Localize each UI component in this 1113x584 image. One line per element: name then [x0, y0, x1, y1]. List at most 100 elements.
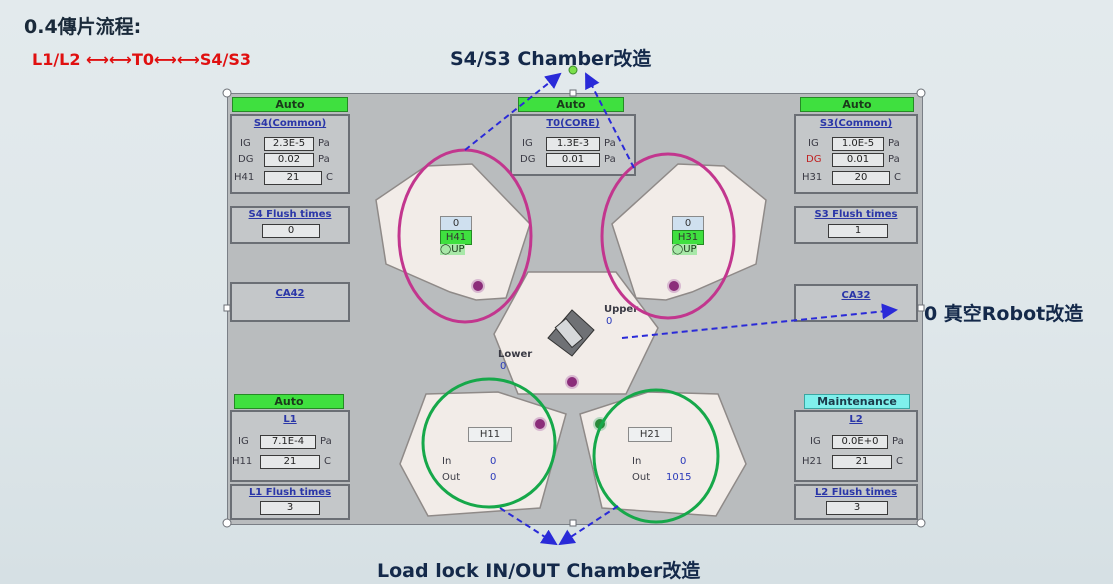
t0-ig-unit: Pa	[604, 138, 616, 149]
l2-info-box: L2 IG 0.0E+0 Pa H21 21 C	[794, 410, 918, 482]
h21-highlight-ellipse	[592, 388, 720, 524]
s3-dg-label: DG	[806, 154, 822, 165]
l1-flush-label: L1 Flush times	[248, 487, 332, 498]
t0-dg-value: 0.01	[546, 153, 600, 167]
l1-heater-value: 21	[260, 455, 320, 469]
s4-dg-value: 0.02	[264, 153, 314, 167]
s3-heater-label: H31	[802, 172, 823, 183]
s4-status-badge: Auto	[232, 97, 348, 112]
h31-state: ◯UP	[672, 244, 697, 255]
s4-info-box: S4(Common) IG 2.3E-5 Pa DG 0.02 Pa H41 2…	[230, 114, 350, 194]
t0-ig-label: IG	[522, 138, 533, 149]
selection-handle	[917, 304, 925, 312]
l2-flush-value: 3	[826, 501, 888, 515]
arrow-h11-to-callout	[499, 507, 558, 546]
s4-ig-value: 2.3E-5	[264, 137, 314, 151]
l1-title[interactable]: L1	[283, 414, 297, 425]
s4-heater-value: 21	[264, 171, 322, 185]
l1-ig-unit: Pa	[320, 436, 332, 447]
ca32-label[interactable]: CA32	[841, 290, 871, 301]
l2-flush-box: L2 Flush times 3	[794, 484, 918, 520]
h41-state-dot-icon: ◯	[440, 244, 452, 255]
s4-dg-label: DG	[238, 154, 254, 165]
double-arrow-icon: ⟷⟷	[154, 50, 200, 69]
l2-status-badge: Maintenance	[804, 394, 910, 409]
h21-in-label: In	[632, 456, 642, 467]
l1-status-badge: Auto	[234, 394, 344, 409]
h11-highlight-ellipse	[421, 377, 557, 509]
h11-in-label: In	[442, 456, 452, 467]
ca42-label[interactable]: CA42	[275, 288, 305, 299]
selection-handle	[222, 88, 232, 98]
s4-slot-indicator	[471, 279, 485, 293]
arrow-h21-to-callout	[558, 505, 619, 546]
selection-handle	[222, 518, 232, 528]
arrow-t0-to-callout	[621, 303, 898, 339]
robot-lower-value: 0	[500, 361, 507, 372]
selection-handle	[223, 304, 231, 312]
flow-loadlock: L1/L2	[32, 50, 81, 69]
h11-loadlock-shape	[399, 391, 567, 517]
l2-title[interactable]: L2	[849, 414, 863, 425]
l1-flush-box: L1 Flush times 3	[230, 484, 350, 520]
h21-out-label: Out	[632, 472, 651, 483]
h21-out-value: 1015	[666, 472, 692, 483]
h21-label[interactable]: H21	[628, 427, 672, 442]
l2-ig-value: 0.0E+0	[832, 435, 888, 449]
l1-ig-label: IG	[238, 436, 249, 447]
l1-info-box: L1 IG 7.1E-4 Pa H11 21 C	[230, 410, 350, 482]
s3-title[interactable]: S3(Common)	[819, 118, 893, 129]
t0-ig-value: 1.3E-3	[546, 137, 600, 151]
s3-flush-label: S3 Flush times	[814, 209, 898, 220]
slide-title: 0.4傳片流程:	[24, 16, 142, 38]
selection-handle	[569, 519, 577, 527]
s4-heater-label: H41	[234, 172, 255, 183]
callout-s4s3-chamber: S4/S3 Chamber改造	[450, 48, 652, 70]
t0-status-badge: Auto	[518, 97, 624, 112]
ca42-box[interactable]: CA42	[230, 282, 350, 322]
s4-ig-label: IG	[240, 138, 251, 149]
h31-state-text: UP	[683, 244, 697, 255]
arrow-s4-to-callout	[464, 72, 562, 151]
s3-flush-box: S3 Flush times 1	[794, 206, 918, 244]
flow-s4s3: S4/S3	[199, 50, 252, 69]
l1-ig-value: 7.1E-4	[260, 435, 316, 449]
h41-state-text: UP	[451, 244, 465, 255]
s3-info-box: S3(Common) IG 1.0E-5 Pa DG 0.01 Pa H31 2…	[794, 114, 918, 194]
t0-info-box: T0(CORE) IG 1.3E-3 Pa DG 0.01 Pa	[510, 114, 636, 176]
s4-title[interactable]: S4(Common)	[253, 118, 327, 129]
s3-dg-value: 0.01	[832, 153, 884, 167]
t0-title[interactable]: T0(CORE)	[546, 118, 600, 129]
s3-ig-label: IG	[808, 138, 819, 149]
s4-flush-box: S4 Flush times 0	[230, 206, 350, 244]
h11-out-label: Out	[442, 472, 461, 483]
s4-flush-value: 0	[262, 224, 320, 238]
l2-flush-label: L2 Flush times	[814, 487, 898, 498]
h11-label[interactable]: H11	[468, 427, 512, 442]
selection-handle	[569, 89, 577, 97]
s3-ig-value: 1.0E-5	[832, 137, 884, 151]
selection-handle	[916, 88, 926, 98]
double-arrow-icon: ⟷⟷	[86, 50, 132, 69]
robot-upper-label: Upper	[604, 304, 639, 315]
s3-highlight-ellipse	[600, 152, 736, 320]
s3-dg-unit: Pa	[888, 154, 900, 165]
arrow-s3-to-callout	[585, 72, 635, 169]
s3-status-badge: Auto	[800, 97, 914, 112]
h41-state: ◯UP	[440, 244, 465, 255]
selection-handle	[916, 518, 926, 528]
flow-t0: T0	[131, 50, 154, 69]
l2-heater-unit: C	[896, 456, 903, 467]
l2-heater-label: H21	[802, 456, 823, 467]
robot-arm-icon	[547, 309, 595, 357]
h31-state-dot-icon: ◯	[672, 244, 684, 255]
l1-flush-value: 3	[260, 501, 320, 515]
tool-screenshot[interactable]: Auto S4(Common) IG 2.3E-5 Pa DG 0.02 Pa …	[227, 93, 923, 525]
robot-upper-value: 0	[606, 316, 613, 327]
transfer-flow: L1/L2 ⟷⟷T0⟷⟷S4/S3	[32, 50, 251, 69]
s4-dg-unit: Pa	[318, 154, 330, 165]
callout-loadlock: Load lock IN/OUT Chamber改造	[377, 560, 701, 582]
t0-dg-unit: Pa	[604, 154, 616, 165]
selection-handles	[222, 88, 926, 528]
